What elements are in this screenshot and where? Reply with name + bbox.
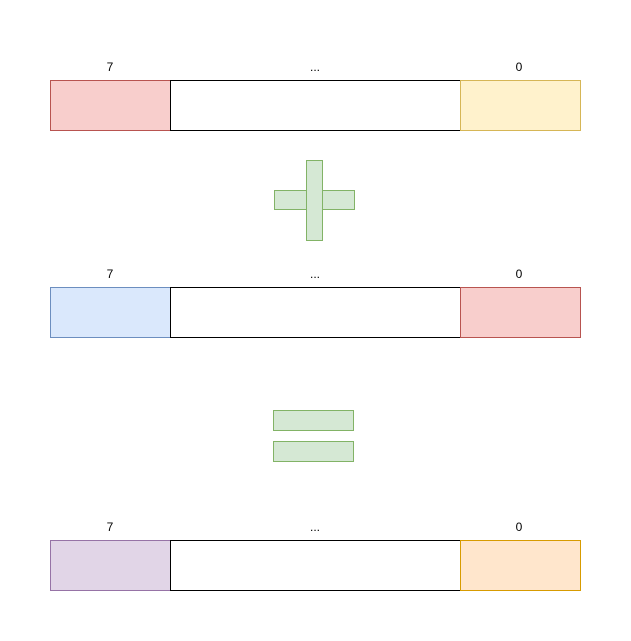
bit-label-middle: ... — [309, 520, 320, 534]
middle-bits-cell — [170, 540, 461, 591]
high-bit-cell — [50, 540, 171, 591]
low-bit-cell — [460, 80, 581, 131]
high-bit-cell — [50, 80, 171, 131]
bit-label-high: 7 — [106, 267, 114, 281]
equals-top-bar — [273, 410, 354, 431]
high-bit-cell — [50, 287, 171, 338]
low-bit-cell — [460, 540, 581, 591]
bit-label-low: 0 — [515, 520, 523, 534]
bit-label-high: 7 — [106, 60, 114, 74]
low-bit-cell — [460, 287, 581, 338]
equals-bottom-bar — [273, 441, 354, 462]
plus-center — [307, 191, 322, 209]
bit-label-middle: ... — [309, 267, 320, 281]
middle-bits-cell — [170, 287, 461, 338]
bit-label-middle: ... — [309, 60, 320, 74]
bit-label-low: 0 — [515, 267, 523, 281]
bit-label-low: 0 — [515, 60, 523, 74]
bit-label-high: 7 — [106, 520, 114, 534]
middle-bits-cell — [170, 80, 461, 131]
